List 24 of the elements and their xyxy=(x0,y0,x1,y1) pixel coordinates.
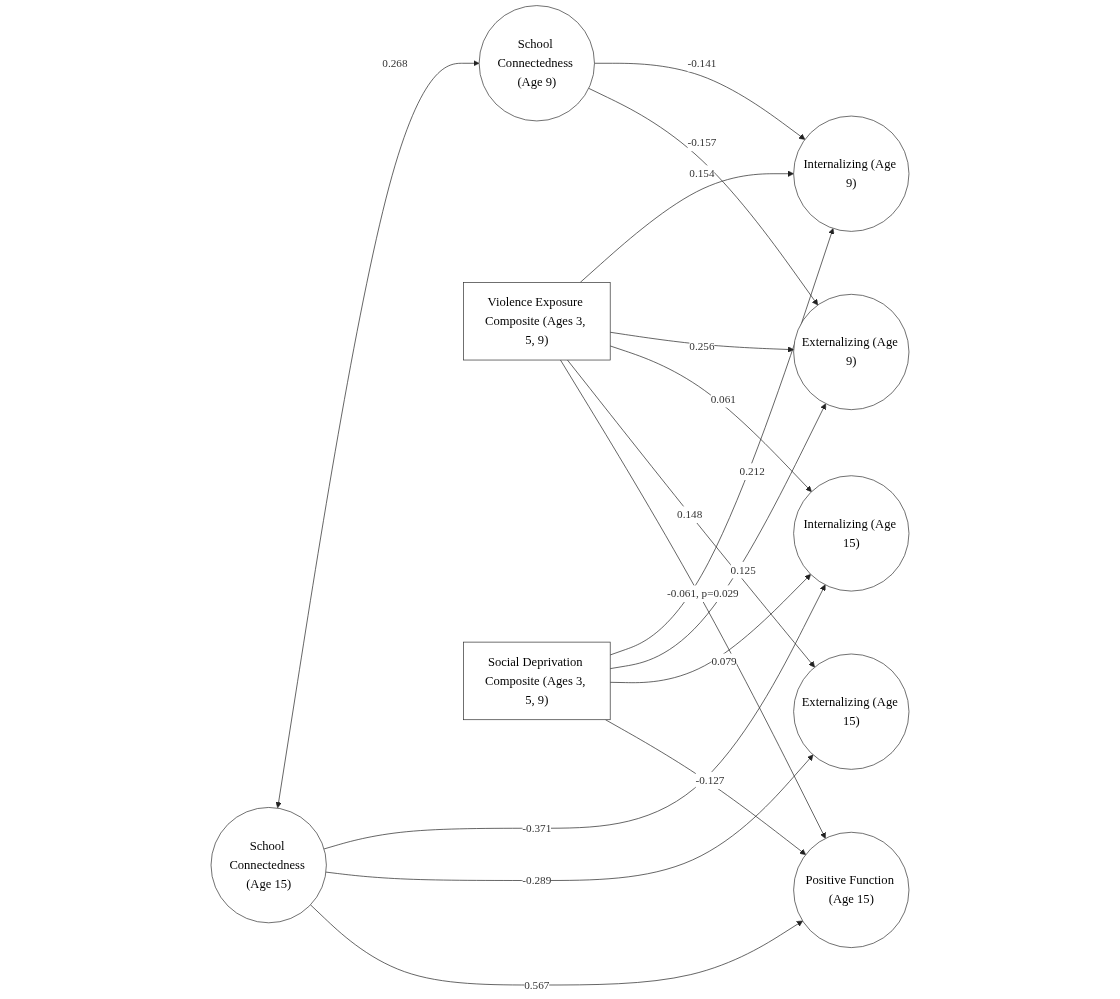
node-circle: Internalizing (Age 9) xyxy=(793,115,910,232)
edge-label: -0.061, p=0.029 xyxy=(667,587,739,600)
node-circle: School Connectedness (Age 15) xyxy=(210,807,327,924)
edge-label: 0.079 xyxy=(711,655,737,668)
edge-label: 0.154 xyxy=(689,167,715,180)
node-circle: School Connectedness (Age 9) xyxy=(478,5,595,122)
node-box: Social Deprivation Composite (Ages 3, 5, 9) xyxy=(463,641,611,721)
node-circle: Positive Function (Age 15) xyxy=(793,831,910,948)
edge-label: 0.061 xyxy=(710,392,736,405)
edge-label: 0.567 xyxy=(524,978,550,991)
edge-label: 0.148 xyxy=(677,508,703,521)
edge-label: -0.371 xyxy=(522,821,552,834)
node-circle: Externalizing (Age 9) xyxy=(793,293,910,411)
edge-label: 0.256 xyxy=(689,339,715,352)
edge-label: 0.212 xyxy=(739,465,765,478)
edge-label: -0.127 xyxy=(695,774,725,787)
edge-label: 0.268 xyxy=(382,56,408,69)
edge-label: -0.289 xyxy=(522,874,552,887)
edge-label: -0.157 xyxy=(687,136,717,149)
edge-label: -0.141 xyxy=(687,56,717,69)
node-box: Violence Exposure Composite (Ages 3, 5, 9) xyxy=(463,282,611,361)
node-circle: Internalizing (Age 15) xyxy=(793,475,910,592)
node-circle: Externalizing (Age 15) xyxy=(793,653,910,770)
edge-label: 0.125 xyxy=(730,563,756,576)
